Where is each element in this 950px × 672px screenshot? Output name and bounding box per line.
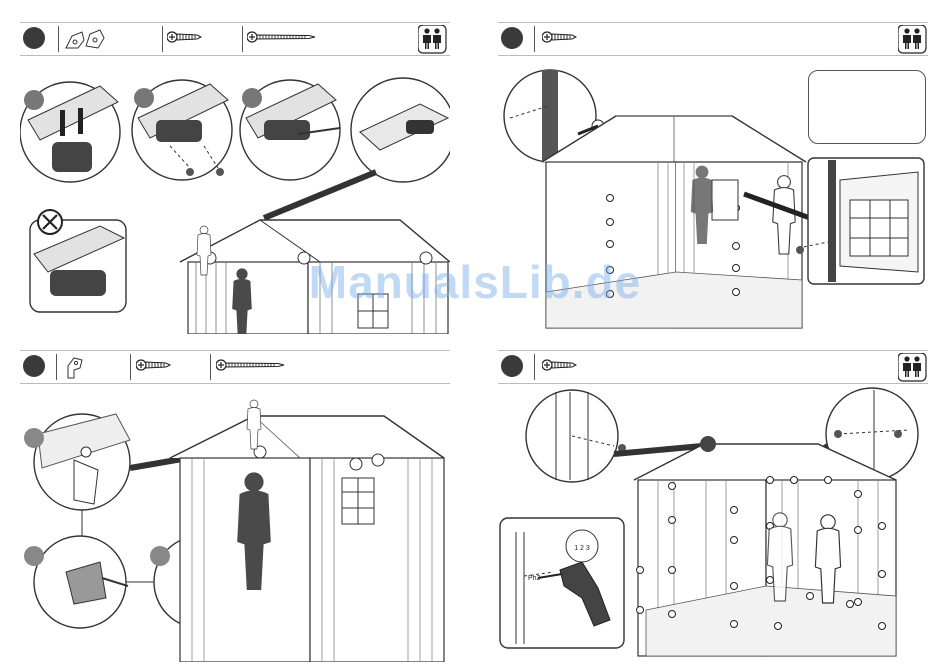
shed-drawing <box>634 436 896 656</box>
instruction-step-panel-top-right <box>498 22 928 334</box>
detail-box-drill: 1 2 3 Ph2 <box>500 518 624 648</box>
detail-circle-4 <box>351 78 450 182</box>
instruction-step-panel-bottom-right: 1 2 3 Ph2 <box>498 350 928 662</box>
detail-circle-1 <box>20 82 120 182</box>
instruction-step-panel-bottom-left <box>20 350 450 662</box>
illustration-roof-bracket-install <box>20 22 450 334</box>
shed-drawing <box>180 172 450 334</box>
detail-circle-3 <box>240 80 340 180</box>
detail-circle-2 <box>24 536 128 628</box>
illustration-wall-panel-screws <box>498 22 928 334</box>
drill-torque-label: 1 2 3 <box>574 545 590 552</box>
detail-circle-left <box>526 390 626 482</box>
detail-circle-1 <box>24 414 130 510</box>
detail-box-window-panel <box>796 158 924 284</box>
illustration-side-wall-screws: 1 2 3 Ph2 <box>498 350 928 662</box>
shed-drawing <box>542 116 810 328</box>
shed-drawing <box>170 400 444 662</box>
illustration-roof-bracket-front <box>20 350 450 662</box>
detail-circle-2 <box>132 80 232 180</box>
instruction-step-panel-top-left <box>20 22 450 334</box>
incorrect-example-box <box>30 210 126 312</box>
